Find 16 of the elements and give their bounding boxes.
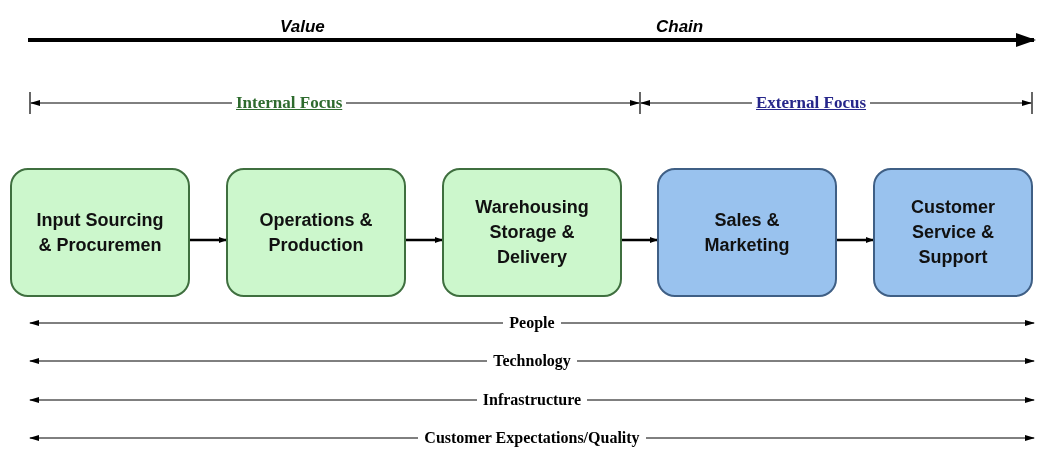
arrow (622, 237, 658, 243)
arrow (837, 237, 874, 243)
process-box (442, 168, 622, 297)
box-label: Customer Service & Support (910, 196, 996, 269)
process-box (10, 168, 190, 297)
arrow (190, 237, 227, 243)
box-label: Input Sourcing & Procuremen (35, 208, 165, 257)
process-box (873, 168, 1033, 297)
box-label: Sales & Marketing (703, 208, 791, 257)
arrow (406, 237, 443, 243)
process-box (657, 168, 837, 297)
box-label: Operations & Production (258, 208, 374, 257)
box-label: Warehousing Storage & Delivery (474, 196, 590, 269)
chain-label: Chain (656, 16, 704, 38)
process-box (226, 168, 406, 297)
chain-label: Value (280, 16, 325, 38)
